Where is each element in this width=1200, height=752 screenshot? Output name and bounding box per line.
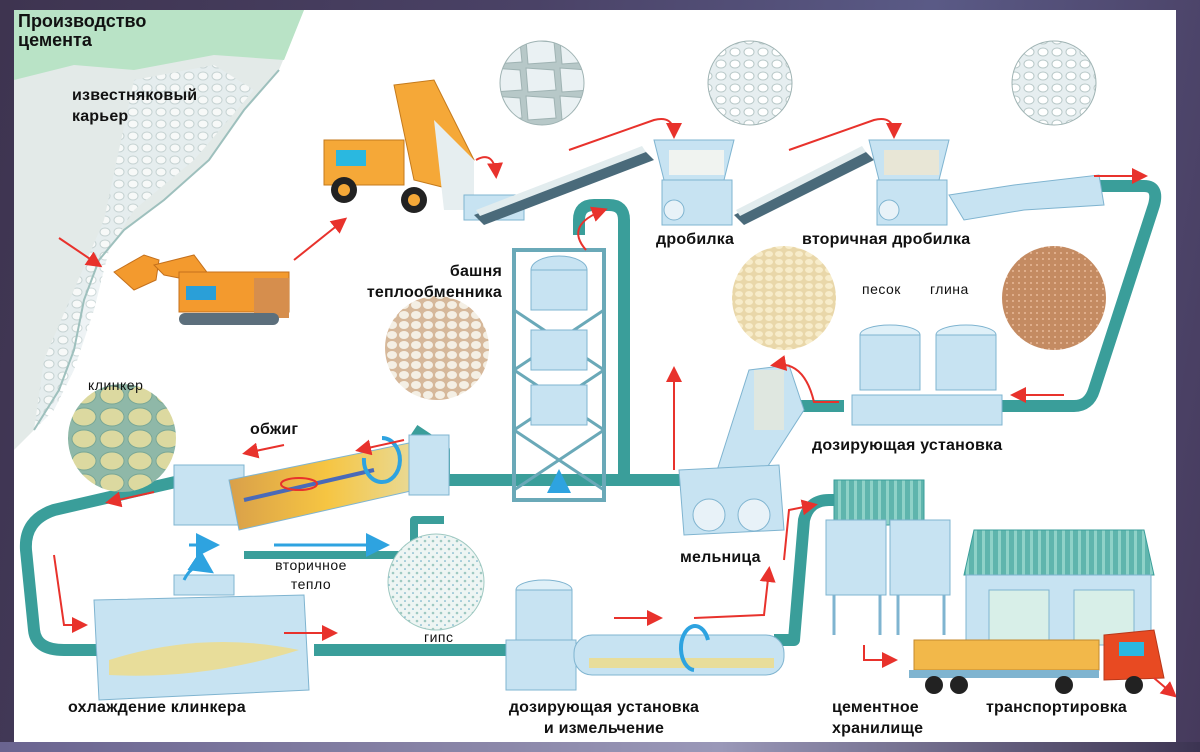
heat-exchanger-tower-icon	[512, 248, 606, 502]
conveyor-belt-2	[734, 146, 874, 225]
frame-border	[0, 742, 1200, 752]
diagram-title: Производство цемента	[18, 11, 147, 50]
process-diagram	[14, 10, 1176, 701]
cement-silo-icon	[825, 479, 951, 635]
dosing-unit-icon	[851, 324, 1003, 426]
label-limestone-quarry: известняковый карьер	[72, 87, 198, 125]
warehouse-icon	[963, 529, 1155, 646]
fine-stone-sample	[1011, 40, 1097, 126]
clinker-cooler-icon	[93, 574, 310, 701]
label-transportation: транспортировка	[986, 699, 1128, 716]
mill-icon	[678, 364, 805, 536]
rotary-kiln-icon	[173, 434, 450, 531]
heat-flow-arrows	[182, 469, 571, 581]
material-flow-arrows	[53, 118, 1176, 698]
secondary-crusher-icon	[868, 139, 1105, 226]
conveyor-belt	[463, 146, 654, 225]
limestone-sample	[499, 40, 585, 126]
clay-sample	[1002, 246, 1106, 350]
label-secondary-heat: вторичное тепло	[275, 557, 347, 592]
label-firing: обжиг	[250, 421, 299, 438]
sand-sample	[732, 246, 836, 350]
clinker-sample	[68, 384, 176, 492]
crusher-icon	[653, 139, 735, 226]
label-dosing-unit: дозирующая установка	[812, 437, 1003, 454]
label-gypsum: гипс	[424, 629, 454, 645]
gypsum-dosing-grinding-icon	[505, 579, 785, 691]
label-secondary-crusher: вторичная дробилка	[802, 231, 971, 248]
limestone-quarry	[14, 10, 304, 450]
label-crusher: дробилка	[656, 231, 735, 248]
label-mill: мельница	[680, 549, 761, 566]
semi-truck-icon	[909, 629, 1165, 694]
raw-meal-sample	[385, 296, 489, 400]
excavator-icon	[113, 254, 290, 325]
diagram-canvas: Производство цемента известняковый карье…	[14, 10, 1176, 742]
gypsum-sample	[387, 533, 485, 631]
crushed-stone-sample	[707, 40, 793, 126]
label-clinker: клинкер	[88, 377, 144, 393]
label-dosing-and-grinding: дозирующая установка и измельчение	[508, 699, 700, 737]
label-clinker-cooling: охлаждение клинкера	[68, 699, 246, 716]
label-clay: глина	[930, 281, 969, 297]
label-cement-storage: цементное хранилище	[832, 699, 924, 737]
label-heat-exchanger-tower: башня теплообменника	[366, 263, 502, 301]
dump-truck-icon	[323, 79, 475, 213]
label-sand: песок	[862, 281, 901, 297]
